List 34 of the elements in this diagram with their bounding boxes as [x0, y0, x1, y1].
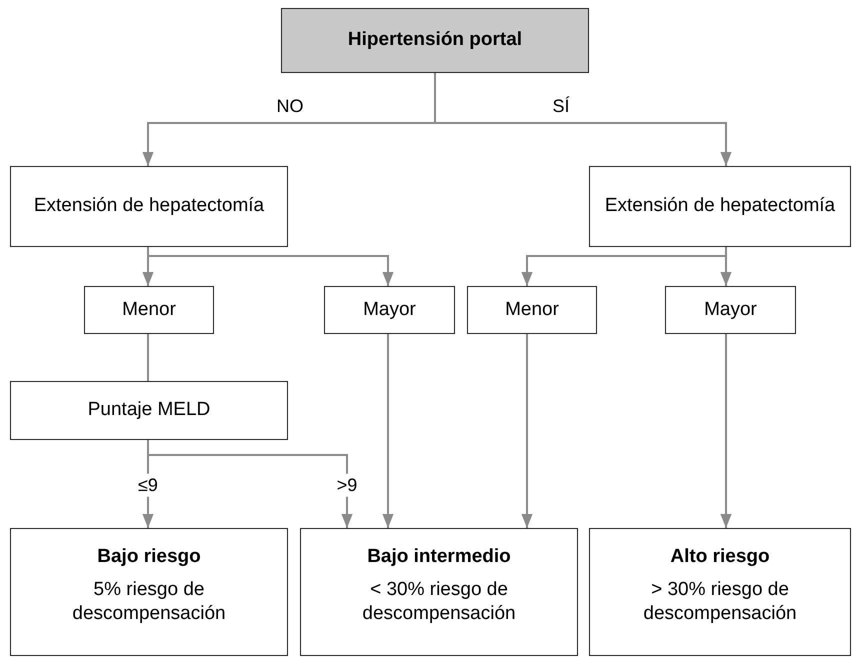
node-text: Menor — [505, 298, 559, 322]
process-box — [84, 286, 214, 334]
node-text: > 30% riesgo de descompensación — [642, 578, 798, 626]
process-box — [10, 381, 288, 440]
edge-label: >9 — [334, 474, 360, 496]
process-box — [324, 286, 455, 334]
node-text: < 30% riesgo de descompensación — [361, 578, 517, 626]
connector-arrow — [720, 247, 732, 286]
process-box — [589, 166, 851, 247]
connector-arrow — [720, 334, 732, 528]
node-text: Extensión de hepatectomía — [604, 194, 836, 218]
outcome-box — [10, 528, 288, 656]
node-text: Menor — [122, 298, 176, 322]
node-text: Mayor — [704, 298, 757, 322]
process-box — [665, 286, 796, 334]
node-text: Extensión de hepatectomía — [34, 194, 264, 218]
outcome-box — [589, 528, 851, 656]
node-text: Hipertensión portal — [348, 28, 522, 52]
outcome-box — [300, 528, 578, 656]
start-box — [281, 8, 589, 73]
connector-arrow — [382, 334, 394, 528]
connector-arrow — [147, 247, 394, 286]
outcome-title: Bajo intermedio — [367, 545, 511, 569]
connector-arrow — [434, 73, 732, 166]
node-text: Mayor — [363, 298, 416, 322]
edge-label: ≤9 — [136, 474, 160, 496]
node-text: 5% riesgo de descompensación — [71, 578, 227, 626]
process-box — [467, 286, 597, 334]
connector-arrow — [521, 334, 533, 528]
connector-arrow — [147, 440, 353, 528]
process-box — [10, 166, 288, 247]
outcome-title: Alto riesgo — [670, 545, 770, 569]
outcome-title: Bajo riesgo — [97, 545, 201, 569]
node-text: Puntaje MELD — [88, 398, 210, 422]
